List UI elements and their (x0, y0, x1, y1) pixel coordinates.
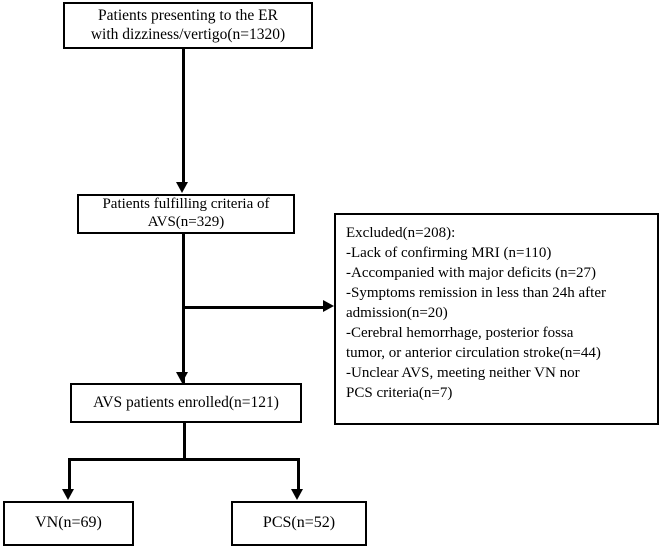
edge-er-to-criteria-line (182, 49, 185, 183)
edge-er-to-criteria-arrowhead-icon (176, 182, 188, 193)
node-enrolled: AVS patients enrolled(n=121) (70, 383, 302, 423)
node-pcs-group-label: PCS(n=52) (262, 514, 336, 532)
edge-enrolled-to-vn-line (68, 458, 71, 490)
edge-criteria-to-excluded-arrowhead-icon (323, 300, 334, 312)
edge-enrolled-split-stem (183, 423, 186, 460)
node-er-presentation: Patients presenting to the ER with dizzi… (63, 2, 313, 49)
node-vn-group-label: VN(n=69) (35, 514, 102, 532)
edge-enrolled-to-vn-arrowhead-icon (62, 489, 74, 500)
edge-criteria-to-enrolled-line (182, 234, 185, 383)
node-excluded: Excluded(n=208): -Lack of confirming MRI… (334, 213, 659, 425)
edge-criteria-to-enrolled-arrowhead-icon (176, 372, 188, 383)
edge-enrolled-split-bar (68, 458, 300, 461)
edge-enrolled-to-pcs-arrowhead-icon (291, 489, 303, 500)
node-vn-group: VN(n=69) (3, 501, 134, 546)
edge-enrolled-to-pcs-line (297, 458, 300, 490)
node-excluded-label: Excluded(n=208): -Lack of confirming MRI… (346, 225, 606, 401)
node-avs-criteria-label: Patients fulfilling criteria of AVS(n=32… (102, 196, 270, 230)
node-pcs-group: PCS(n=52) (231, 501, 367, 546)
node-er-presentation-label: Patients presenting to the ER with dizzi… (90, 7, 286, 43)
edge-criteria-to-excluded-line (182, 306, 324, 309)
node-avs-criteria: Patients fulfilling criteria of AVS(n=32… (77, 194, 295, 234)
node-enrolled-label: AVS patients enrolled(n=121) (93, 393, 279, 411)
